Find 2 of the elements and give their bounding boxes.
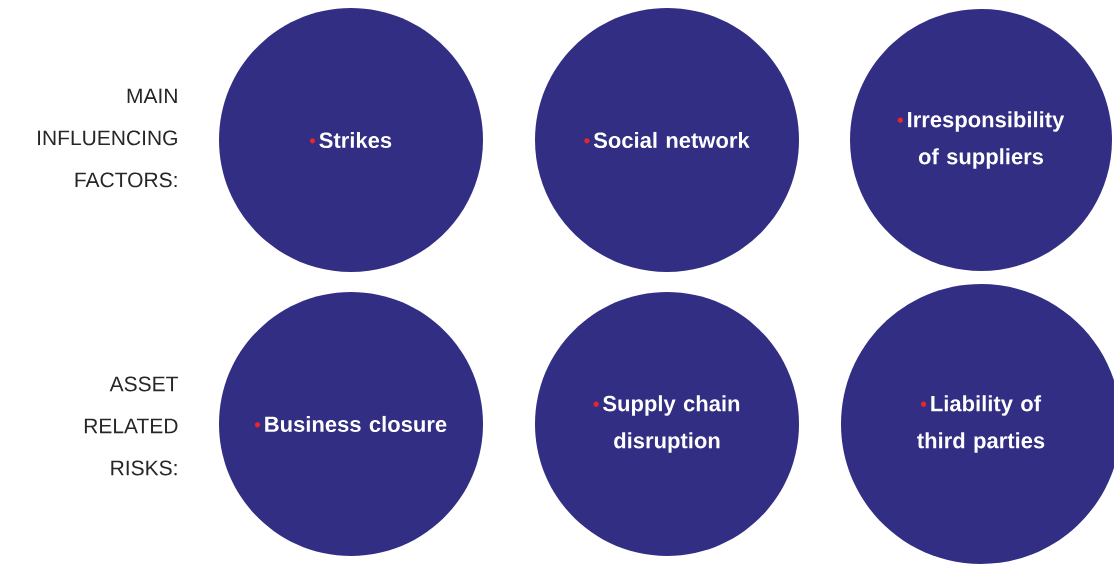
row-heading: MAIN INFLUENCING FACTORS: [38, 88, 177, 188]
row-heading: ASSET RELATED RISKS: [84, 376, 178, 476]
